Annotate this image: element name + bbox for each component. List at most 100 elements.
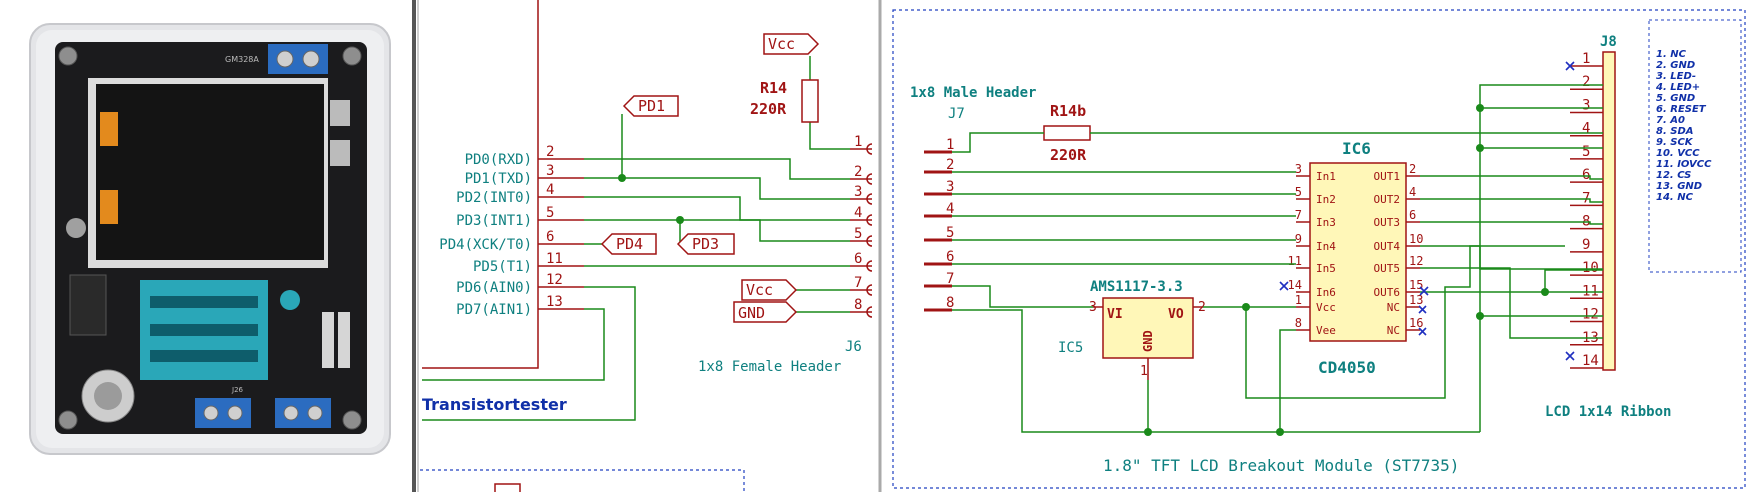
pinout-legend-line: 9. SCK [1656, 137, 1694, 148]
ic6-pin-number: 2 [1409, 162, 1416, 176]
junction-dot [1276, 428, 1284, 436]
mcu-pin-number: 4 [546, 182, 554, 198]
junction-dot [1541, 288, 1549, 296]
svg-text:Vcc: Vcc [746, 281, 773, 299]
connector-j6-pin: 3 [854, 184, 862, 200]
power-flag-vcc-top: Vcc [763, 33, 820, 55]
header-j7-pin: 2 [946, 157, 954, 173]
ic6-pin-name: OUT2 [1374, 193, 1401, 206]
power-flag-vcc-mid: Vcc [741, 279, 798, 301]
mcu-pin-number: 12 [546, 272, 563, 288]
capacitor-icon [100, 190, 118, 224]
mcu-pin-label: PD6(AIN0) [456, 280, 532, 296]
ic6-pin-number: 10 [1409, 232, 1423, 246]
header-j7-pin: 5 [946, 225, 954, 241]
ic6-body [1309, 162, 1407, 342]
mcu-pin-label: PD2(INT0) [456, 190, 532, 206]
ic6-pin-name: In4 [1316, 240, 1336, 253]
connector-j6-pin: 5 [854, 226, 862, 242]
screw-icon [342, 410, 362, 430]
ic6-pin-name: NC [1387, 301, 1400, 314]
header-j7-pin: 7 [946, 271, 954, 287]
ic6-pin-number: 4 [1409, 185, 1416, 199]
ribbon-j8-pin: 12 [1582, 307, 1599, 323]
connector-j6-ref: J6 [845, 339, 862, 355]
header-j7-pin: 1 [946, 137, 954, 153]
ic6-pin-number: 13 [1409, 293, 1423, 307]
header-j7-pin: 8 [946, 295, 954, 311]
header-j7-pin: 3 [946, 179, 954, 195]
connector-j6-pin: 7 [854, 275, 862, 291]
power-flag-gnd: GND [733, 301, 798, 323]
connector-j6-pin: 4 [854, 205, 862, 221]
resistor-r14-value: 220R [750, 100, 787, 118]
ic6-pin-name: NC [1387, 324, 1400, 337]
ribbon-j8-name: LCD 1x14 Ribbon [1545, 404, 1671, 420]
header-j7-pin: 4 [946, 201, 954, 217]
ribbon-j8-pin: 14 [1582, 353, 1599, 369]
female-socket-icon [866, 143, 873, 155]
ic6-pin-name: In6 [1316, 286, 1336, 299]
ic6-pin-name: OUT5 [1374, 262, 1401, 275]
ic6-pin-number: 6 [1409, 208, 1416, 222]
ribbon-j8-ref: J8 [1600, 34, 1617, 50]
mcu-pin-number: 3 [546, 163, 554, 179]
mcu-pin-label: PD4(XCK/T0) [439, 237, 532, 253]
terminal-label: J26 [231, 386, 244, 394]
mcu-pin-label: PD3(INT1) [456, 213, 532, 229]
ribbon-j8-pin: 6 [1582, 167, 1590, 183]
net-flag-pd3: PD3 [676, 233, 735, 255]
ic6-pin-name: OUT1 [1374, 170, 1401, 183]
resistor-r14b [1043, 125, 1091, 141]
female-socket-icon [866, 235, 873, 247]
ic6-pin-name: OUT4 [1374, 240, 1401, 253]
ribbon-j8-pin: 10 [1582, 260, 1599, 276]
connector-j6-pin: 1 [854, 134, 862, 150]
left-schematic: 2PD0(RXD)3PD1(TXD)4PD2(INT0)5PD3(INT1)6P… [420, 0, 873, 492]
pinout-legend-line: 13. GND [1656, 181, 1702, 192]
lcd-screen [96, 84, 324, 260]
ic6-pin-name: OUT3 [1374, 216, 1401, 229]
svg-text:PD4: PD4 [616, 235, 643, 253]
resistor-r14 [801, 79, 819, 123]
ic6-part: CD4050 [1318, 358, 1376, 377]
pinout-legend-line: 8. SDA [1656, 126, 1693, 137]
ic6-pin-name: In3 [1316, 216, 1336, 229]
ic6-pin-number: 15 [1409, 278, 1423, 292]
ic6-pin-name: In1 [1316, 170, 1336, 183]
mcu-pin-number: 6 [546, 229, 554, 245]
junction-dot [1476, 144, 1484, 152]
ic6-pin-name: Vee [1316, 324, 1336, 337]
mcu-pin-label: PD0(RXD) [465, 152, 532, 168]
screw-icon [58, 410, 78, 430]
ic6-pin-name: In2 [1316, 193, 1336, 206]
svg-text:GND: GND [738, 304, 765, 322]
ic6-pin-number: 12 [1409, 254, 1423, 268]
ic6-pin-number: 3 [1295, 162, 1302, 176]
mcu-pin-label: PD5(T1) [473, 259, 532, 275]
mcu-pin-number: 2 [546, 144, 554, 160]
resistor-r14b-ref: R14b [1050, 102, 1086, 120]
ribbon-j8-pin: 5 [1582, 144, 1590, 160]
svg-text:PD3: PD3 [692, 235, 719, 253]
junction-dot [618, 174, 626, 182]
ic5-gnd-num: 1 [1140, 364, 1148, 379]
mcu-pin-number: 11 [546, 251, 563, 267]
ic5-body [1102, 297, 1194, 359]
pinout-legend-line: 12. CS [1656, 170, 1691, 181]
connector-j6-pin: 6 [854, 251, 862, 267]
mcu-pin-label: PD7(AIN1) [456, 302, 532, 318]
ic6-pin-number: 5 [1295, 185, 1302, 199]
mcu-pin-number: 5 [546, 205, 554, 221]
resistor-r14b-value: 220R [1050, 146, 1087, 164]
pinout-legend-line: 6. RESET [1656, 104, 1707, 115]
ic6-pin-number: 1 [1295, 293, 1302, 307]
header-j7-ref: J7 [948, 106, 965, 122]
junction-dot [1144, 428, 1152, 436]
net-flag-pd1: PD1 [622, 95, 679, 117]
junction-dot [1242, 303, 1250, 311]
screw-icon [58, 46, 78, 66]
connector-j6-name: 1x8 Female Header [698, 359, 841, 375]
female-socket-icon [866, 173, 873, 185]
